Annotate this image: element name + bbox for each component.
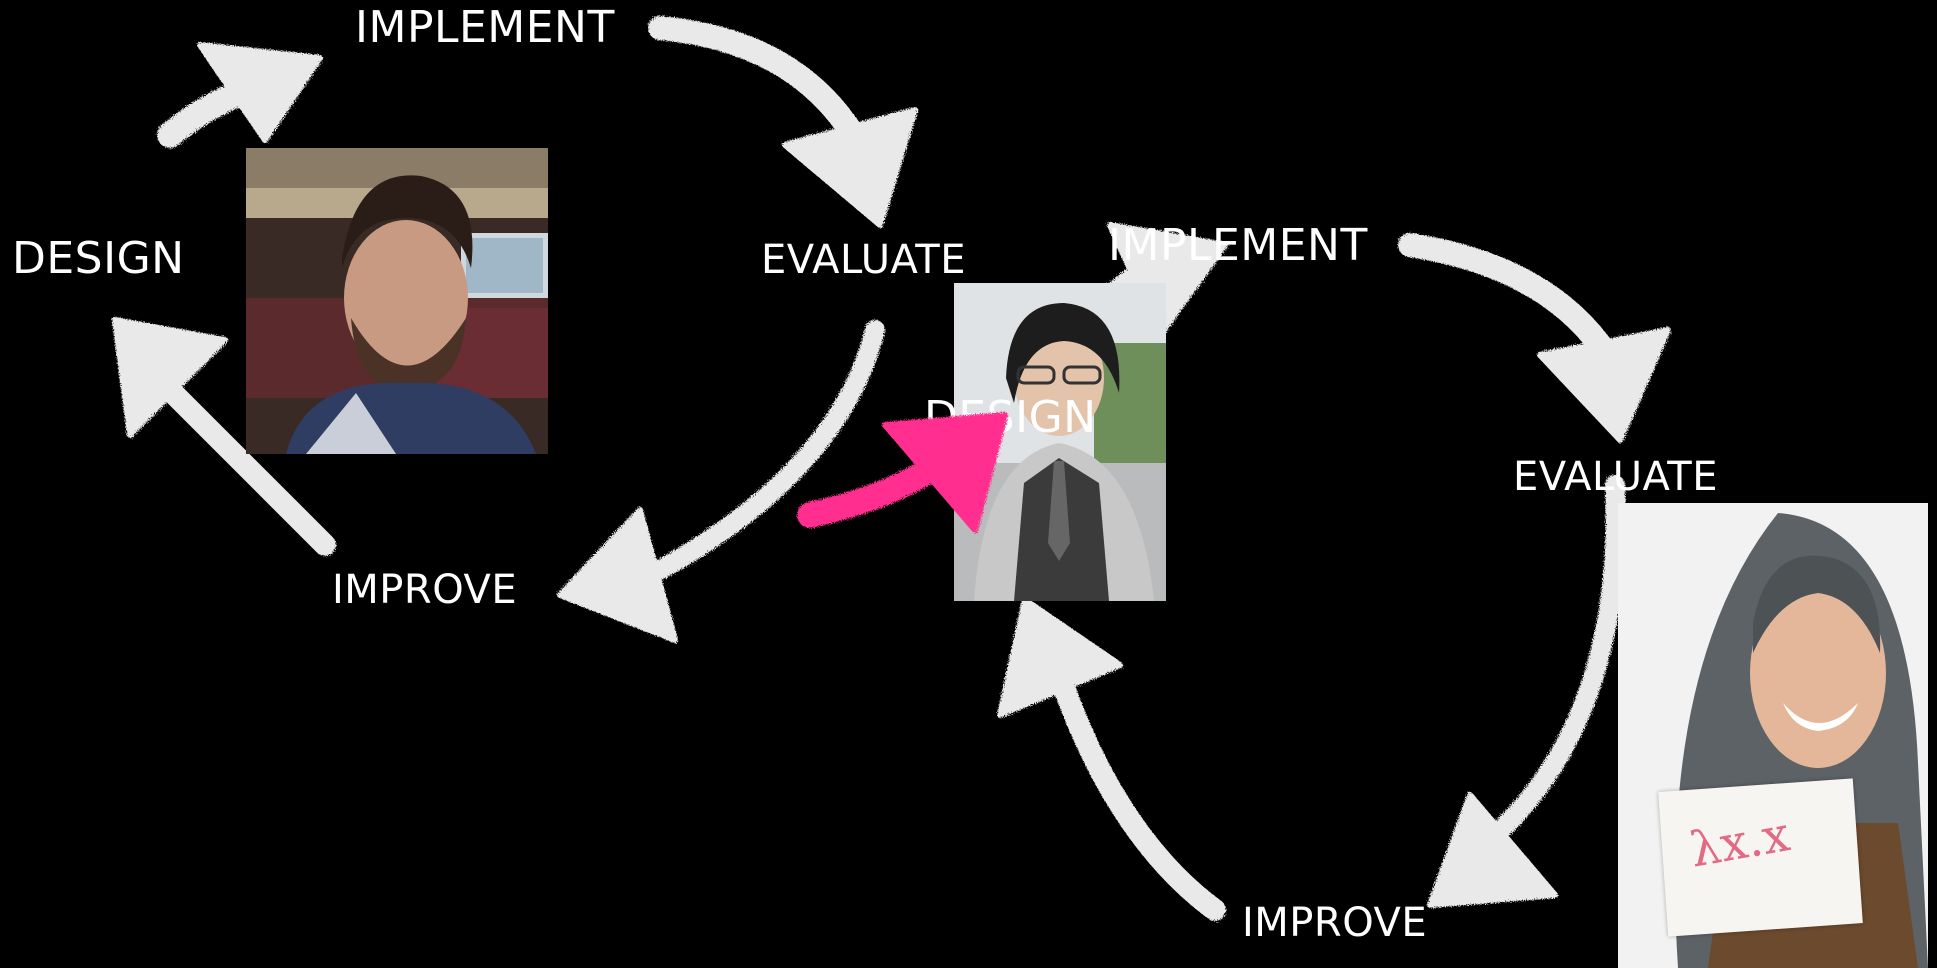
arrow-head-implement (197, 42, 323, 143)
arrow-design-to-implement (157, 82, 248, 148)
arrow-head-evaluate-2 (1537, 327, 1671, 443)
arrow-head-implement-2 (1107, 222, 1228, 338)
photo-hoodie-person: λx.x (1618, 503, 1928, 968)
label-evaluate-right: EVALUATE (1513, 454, 1718, 500)
photo-bearded-man (246, 148, 548, 454)
arrow-head-improve-2 (1427, 792, 1558, 908)
arrow-implement-to-evaluate-2 (1398, 233, 1612, 357)
label-improve-left: IMPROVE (332, 567, 518, 613)
arrow-implement-to-evaluate (648, 16, 862, 142)
label-design-left: DESIGN (12, 233, 185, 284)
arrow-head-design (112, 317, 228, 438)
arrow-head-evaluate (782, 107, 918, 228)
arrow-evaluate-to-improve-2 (1480, 475, 1626, 850)
label-evaluate-left: EVALUATE (761, 237, 966, 283)
pink-arrow-head (882, 412, 1008, 533)
pink-arrow-shaft (797, 457, 943, 528)
arrow-improve-to-design (164, 384, 336, 556)
arrow-improve-to-design-2 (1054, 679, 1226, 921)
label-improve-right: IMPROVE (1242, 900, 1428, 946)
arrow-head-improve (557, 507, 678, 643)
arrow-head-design-2 (997, 597, 1123, 718)
arrow-evaluate-to-improve (650, 320, 885, 580)
label-implement-right: IMPLEMENT (1108, 220, 1368, 271)
label-implement-left: IMPLEMENT (355, 2, 615, 53)
